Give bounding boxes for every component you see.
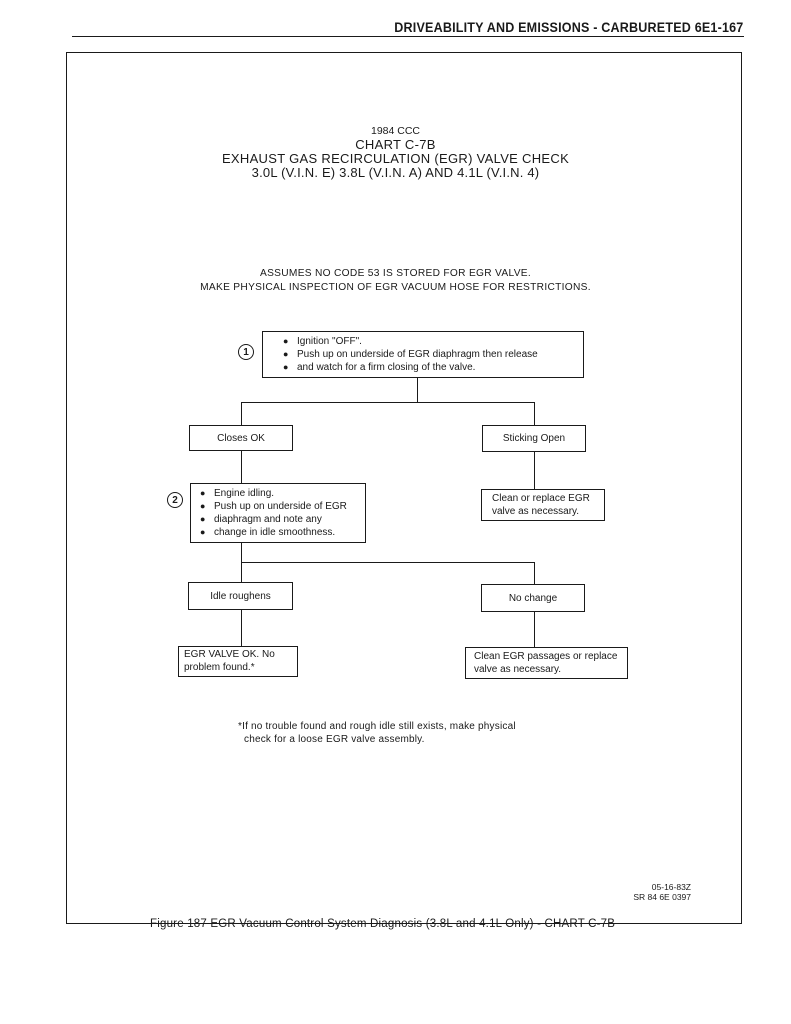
egr-ok-line-1: EGR VALVE OK. No bbox=[184, 649, 275, 660]
clean-replace-line-2: valve as necessary. bbox=[492, 506, 580, 517]
connector bbox=[241, 610, 242, 647]
step-2-marker: 2 bbox=[167, 492, 183, 508]
chart-year: 1984 CCC bbox=[370, 125, 421, 137]
idle-roughens-box: Idle roughens bbox=[188, 582, 293, 610]
egr-valve-ok-box: EGR VALVE OK. No problem found.* bbox=[178, 646, 298, 677]
reference-date: 05-16-83Z bbox=[651, 882, 691, 892]
connector bbox=[534, 562, 535, 584]
step-2-bullet-2-cont-2: change in idle smoothness. bbox=[198, 526, 361, 539]
connector bbox=[417, 378, 418, 402]
egr-ok-line-2: problem found.* bbox=[184, 662, 255, 673]
step-2-bullet-2: Push up on underside of EGR bbox=[198, 500, 361, 513]
chart-frame bbox=[66, 52, 742, 924]
connector bbox=[534, 612, 535, 648]
step-2-bullet-2-cont-1: diaphragm and note any bbox=[198, 513, 361, 526]
step-1-bullet-2: Push up on underside of EGR diaphragm th… bbox=[281, 348, 575, 361]
header-rule bbox=[72, 36, 744, 37]
step-2-box: Engine idling. Push up on underside of E… bbox=[190, 483, 366, 543]
clean-replace-line-1: Clean or replace EGR bbox=[492, 493, 590, 504]
chart-title: EXHAUST GAS RECIRCULATION (EGR) VALVE CH… bbox=[221, 151, 570, 166]
clean-passages-line-1: Clean EGR passages or replace bbox=[474, 651, 618, 662]
connector bbox=[241, 402, 535, 403]
step-1-bullet-1: Ignition "OFF". bbox=[281, 335, 575, 348]
connector bbox=[241, 451, 242, 483]
footnote-line-1: *If no trouble found and rough idle stil… bbox=[238, 721, 516, 732]
chart-number: CHART C-7B bbox=[355, 137, 436, 152]
assumption-line-1: ASSUMES NO CODE 53 IS STORED FOR EGR VAL… bbox=[259, 268, 532, 279]
connector bbox=[241, 402, 242, 426]
assumption-line-2: MAKE PHYSICAL INSPECTION OF EGR VACUUM H… bbox=[200, 282, 591, 293]
clean-replace-valve-box: Clean or replace EGR valve as necessary. bbox=[481, 489, 605, 521]
step-1-bullet-2-cont: and watch for a firm closing of the valv… bbox=[281, 361, 575, 374]
page-header-title: DRIVEABILITY AND EMISSIONS - CARBURETED … bbox=[393, 20, 743, 35]
step-1-marker: 1 bbox=[238, 344, 254, 360]
step-1-box: Ignition "OFF". Push up on underside of … bbox=[262, 331, 584, 378]
figure-caption: Figure 187 EGR Vacuum Control System Dia… bbox=[150, 918, 616, 930]
step-2-bullet-1: Engine idling. bbox=[198, 487, 361, 500]
no-change-box: No change bbox=[481, 584, 585, 612]
chart-engines: 3.0L (V.I.N. E) 3.8L (V.I.N. A) AND 4.1L… bbox=[251, 165, 540, 180]
clean-passages-line-2: valve as necessary. bbox=[474, 664, 562, 675]
connector bbox=[534, 452, 535, 489]
reference-code: SR 84 6E 0397 bbox=[633, 892, 691, 902]
connector bbox=[534, 402, 535, 426]
connector bbox=[241, 562, 535, 563]
sticking-open-box: Sticking Open bbox=[482, 425, 586, 452]
footnote-line-2: check for a loose EGR valve assembly. bbox=[244, 734, 425, 745]
closes-ok-box: Closes OK bbox=[189, 425, 293, 451]
clean-egr-passages-box: Clean EGR passages or replace valve as n… bbox=[465, 647, 628, 679]
